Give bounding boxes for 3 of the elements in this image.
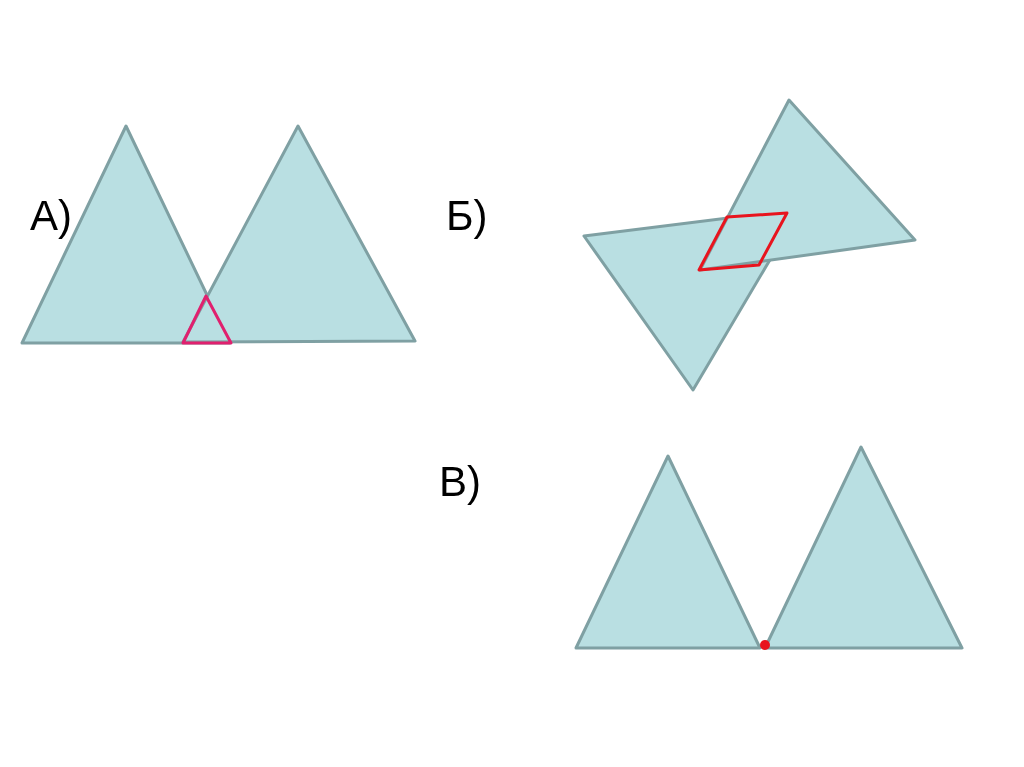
- option-letter: А): [30, 192, 72, 240]
- option-letter: Б): [446, 192, 488, 240]
- option-letter: В): [439, 458, 481, 506]
